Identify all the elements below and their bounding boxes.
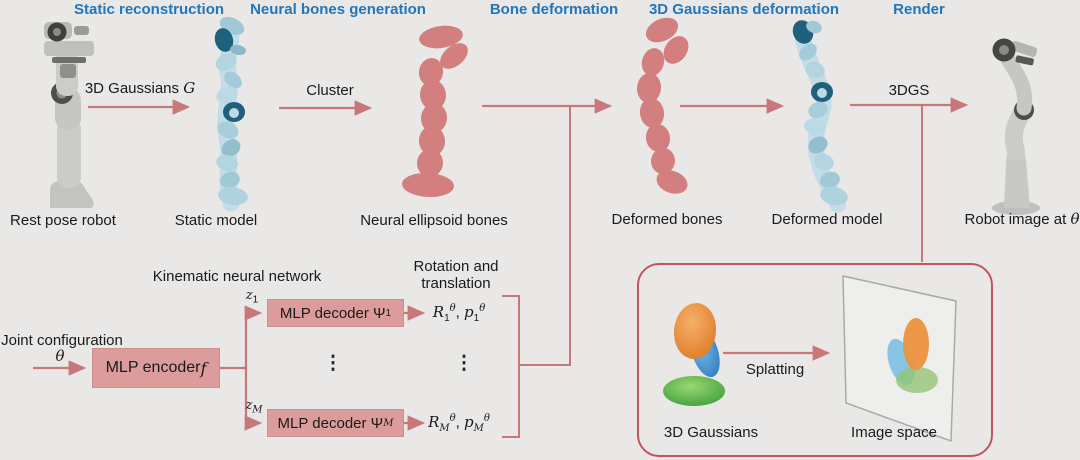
rotation-translation-title: Rotation and translation	[413, 258, 499, 293]
neural-bones-illustration	[402, 25, 468, 198]
caption-neural-bones: Neural ellipsoid bones	[360, 212, 508, 229]
deformed-model-illustration	[792, 20, 848, 213]
caption-deformed-model: Deformed model	[771, 211, 883, 228]
splatting-inset-box	[637, 263, 993, 457]
output-1-label: R1θ, p1θ	[432, 303, 486, 324]
inset-3d-gaussians-label: 3D Gaussians	[663, 424, 759, 441]
header-static-reconstruction: Static reconstruction	[73, 1, 225, 18]
flow-arrows	[88, 97, 969, 116]
arrow-label-3d-gaussians: 3D Gaussians G	[84, 79, 196, 97]
caption-static-model: Static model	[174, 212, 258, 229]
network-arrows	[33, 305, 831, 431]
caption-rest-pose-robot: Rest pose robot	[10, 212, 116, 229]
header-render: Render	[893, 1, 945, 18]
rest-pose-robot-illustration	[44, 22, 94, 208]
arrow-label-cluster: Cluster	[306, 82, 354, 99]
mlp-encoder-box: MLP encoder f	[92, 348, 220, 388]
output-m-label: RMθ, pMθ	[428, 413, 490, 434]
caption-robot-image: Robot image at θ	[964, 210, 1080, 228]
inset-image-space-label: Image space	[851, 424, 937, 441]
latent-z1-label: z1	[245, 288, 259, 306]
splatting-inset-artwork	[663, 275, 957, 443]
caption-deformed-bones: Deformed bones	[611, 211, 723, 228]
static-model-illustration	[214, 16, 248, 212]
header-gaussians-deformation: 3D Gaussians deformation	[648, 1, 840, 18]
deformed-bones-illustration	[636, 17, 689, 194]
header-neural-bones-generation: Neural bones generation	[250, 1, 426, 18]
header-bone-deformation: Bone deformation	[489, 1, 619, 18]
decoder-ellipsis: ⋮	[323, 353, 343, 374]
joint-theta-symbol: θ	[55, 347, 65, 365]
connector-lines	[502, 106, 923, 438]
output-ellipsis: ⋮	[454, 353, 474, 374]
network-title: Kinematic neural network	[152, 268, 322, 285]
latent-zm-label: zM	[245, 398, 263, 416]
rendered-robot-illustration	[992, 38, 1040, 215]
arrow-label-3dgs: 3DGS	[888, 82, 930, 99]
joint-configuration-label: Joint configuration	[1, 332, 123, 349]
inset-splatting-label: Splatting	[745, 361, 805, 378]
